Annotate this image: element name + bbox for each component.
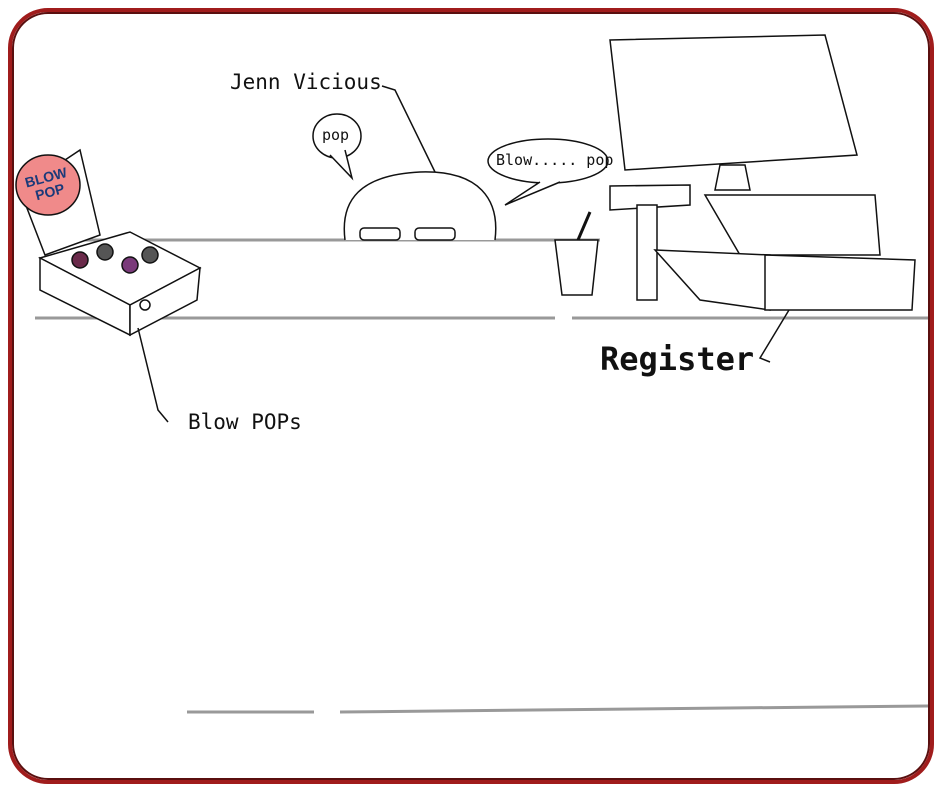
label-blow-pops: Blow POPs (188, 410, 302, 434)
register (609, 34, 916, 311)
panel-frame (8, 8, 934, 784)
speech-bubbles (312, 113, 609, 206)
bubble-text-left: pop (322, 126, 350, 144)
label-jenn-vicious: Jenn Vicious (230, 70, 382, 94)
drink-cup (554, 211, 599, 296)
blow-pop-box (15, 148, 202, 337)
bubble-text-right: Blow..... pop (496, 151, 614, 169)
jenn-vicious-character (343, 171, 497, 241)
label-register: Register (600, 340, 755, 378)
